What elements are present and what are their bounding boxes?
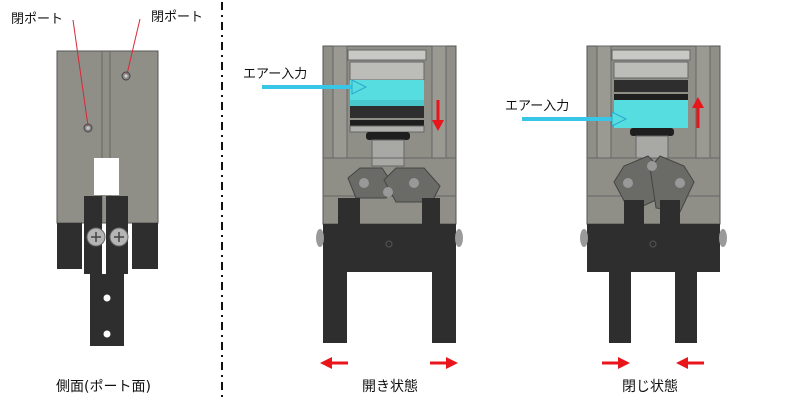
closed-state-drawing <box>522 45 727 369</box>
side-view-drawing <box>56 18 159 346</box>
open-state-caption: 開き状態 <box>362 379 418 395</box>
port-label-left: 閉ポート <box>11 12 64 27</box>
open-state-drawing <box>262 45 463 369</box>
closed-air-input-label: エアー入力 <box>505 99 570 114</box>
port-label-right: 閉ポート <box>151 10 204 25</box>
open-air-input-label: エアー入力 <box>243 67 308 82</box>
side-view-caption: 側面(ポート面) <box>56 379 151 395</box>
closed-state-caption: 閉じ状態 <box>622 379 678 395</box>
